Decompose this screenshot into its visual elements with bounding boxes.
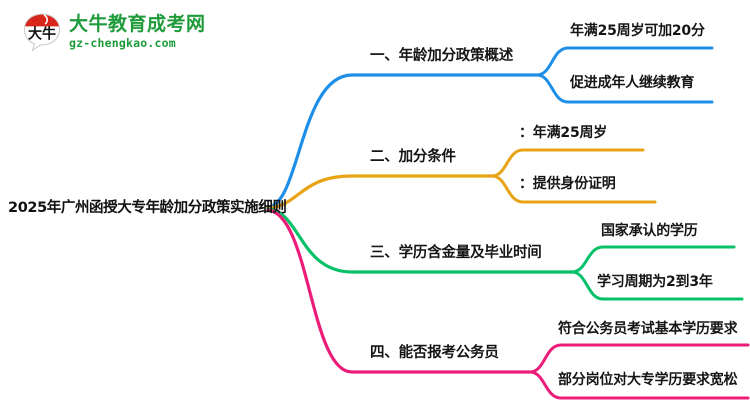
site-logo[interactable]: 大牛 大牛教育成考网 gz-chengkao.com	[22, 10, 205, 54]
leaf-node-4-2[interactable]: 部分岗位对大专学历要求宽松	[558, 372, 738, 388]
logo-domain: gz-chengkao.com	[69, 35, 176, 50]
dainiu-speech-bubble-logo: 大牛	[22, 12, 62, 52]
leaf-node-4-1[interactable]: 符合公务员考试基本学历要求	[558, 321, 738, 337]
branch-node-1[interactable]: 一、年龄加分政策概述	[370, 48, 513, 64]
svg-text:大牛: 大牛	[28, 26, 56, 43]
logo-mark-svg: 大牛	[23, 13, 61, 52]
leaf-node-3-1[interactable]: 国家承认的学历	[601, 223, 698, 239]
logo-text-block: 大牛教育成考网 gz-chengkao.com	[69, 12, 206, 50]
leaf-node-2-2[interactable]: ：提供身份证明	[519, 176, 616, 192]
leaf-node-1-1[interactable]: 年满25周岁可加20分	[570, 23, 705, 39]
branch-node-3[interactable]: 三、学历含金量及毕业时间	[370, 245, 542, 261]
branch-node-4[interactable]: 四、能否报考公务员	[370, 345, 499, 361]
leaf-node-3-2[interactable]: 学习周期为2到3年	[597, 274, 713, 290]
mindmap-root-node[interactable]: 2025年广州函授大专年龄加分政策实施细则	[8, 200, 287, 216]
leaf-node-2-1[interactable]: ：年满25周岁	[519, 125, 608, 141]
logo-title: 大牛教育成考网	[69, 12, 206, 35]
leaf-node-1-2[interactable]: 促进成年人继续教育	[570, 75, 695, 91]
branch-node-2[interactable]: 二、加分条件	[370, 149, 456, 165]
